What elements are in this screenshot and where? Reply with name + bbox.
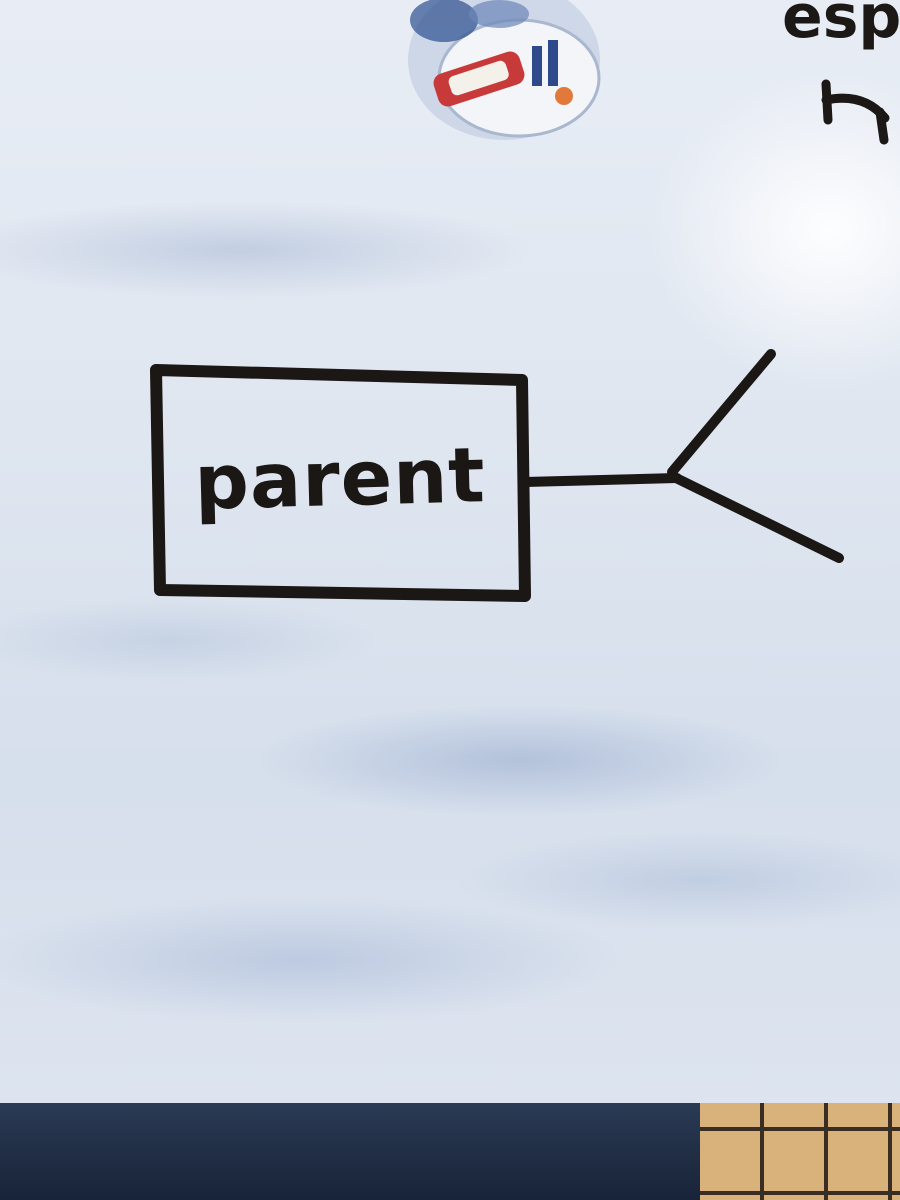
- relationship-line: [520, 473, 682, 487]
- diagram-drawing: [150, 79, 890, 602]
- crows-foot-lower: [669, 472, 844, 563]
- floor-area: [0, 1103, 900, 1200]
- whiteboard: [0, 0, 900, 1103]
- corner-text: esp: [782, 0, 900, 52]
- entity-box: [150, 364, 531, 602]
- jeans: [0, 1103, 700, 1200]
- floor-tiles: [660, 1103, 900, 1200]
- sticker-icon: [408, 0, 601, 140]
- partial-marker-stroke: [821, 79, 890, 145]
- entity-label: parent: [193, 429, 487, 527]
- crows-foot-upper: [667, 349, 776, 477]
